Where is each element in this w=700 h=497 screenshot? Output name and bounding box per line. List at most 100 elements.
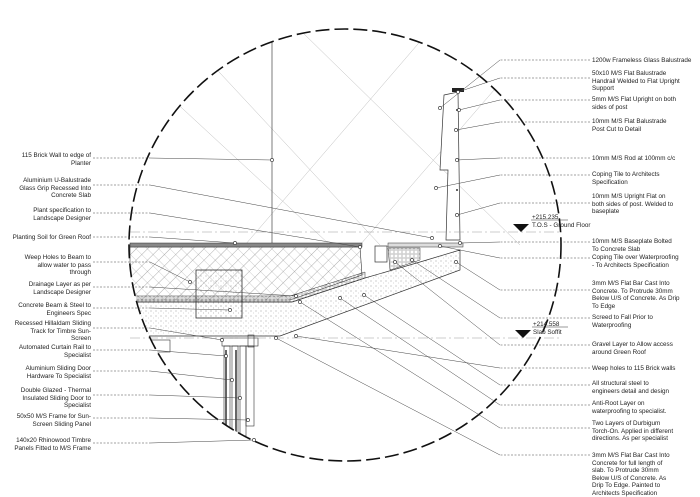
right-leader-line (457, 77, 501, 93)
right-leader-line (439, 59, 501, 109)
left-callout-label: 140x20 Rhinowood Timbre Panels Fitted to… (14, 437, 91, 452)
right-callout-label: All structural steel to engineers detail… (592, 380, 670, 395)
right-callout-label: 1200w Frameless Glass Balustrade (592, 57, 692, 64)
right-leader-dot (294, 334, 298, 338)
left-leader-dot (228, 308, 232, 312)
right-leader-dot (434, 186, 438, 190)
right-leader-dot (338, 296, 342, 300)
left-leader-line (149, 157, 273, 161)
left-leader-line (149, 286, 297, 297)
right-leader-dot (455, 213, 459, 217)
left-leader-dot (230, 378, 234, 382)
right-leader-line (411, 259, 501, 319)
right-callout-label: 10mm M/S Baseplate Bolted To Concrete Sl… (592, 238, 672, 253)
right-leader-dot (455, 158, 459, 162)
left-leader-dot (252, 438, 256, 442)
left-callout-label: Concrete Beam & Steel to Engineers Spec (18, 302, 91, 317)
detail-circle (128, 28, 562, 462)
right-callout-label: Two Layers of Durbigum Torch-On. Applied… (592, 420, 674, 443)
right-leader-line (439, 245, 501, 259)
left-callout-label: Aluminium U-Balustrade Glass Grip Recess… (19, 177, 91, 200)
right-leader-line (275, 337, 501, 456)
left-callout-label: 115 Brick Wall to edge of Planter (21, 152, 91, 167)
coping-tile (387, 242, 464, 248)
right-leader-line (339, 297, 501, 406)
left-callout-label: Planting Soil for Green Roof (12, 234, 91, 241)
left-leader-line (149, 236, 236, 244)
right-leader-line (456, 202, 501, 216)
right-leader-line (458, 99, 501, 111)
right-leader-dot (438, 244, 442, 248)
right-callout-label: Weep holes to 115 Brick walls (592, 365, 676, 372)
right-leader-line (456, 157, 501, 161)
left-leader-line (149, 417, 249, 421)
left-leader-line (149, 307, 231, 311)
left-leader-dot (358, 245, 362, 249)
left-callout-label: 50x50 M/S Frame for Sun- Screen Sliding … (16, 413, 91, 428)
right-leader-dot (458, 241, 462, 245)
left-leader-dot (233, 241, 237, 245)
left-leader-line (149, 439, 255, 444)
right-callout-label: 50x10 M/S Flat Balustrade Handrail Welde… (592, 70, 680, 93)
left-leader-dot (430, 236, 434, 240)
right-leader-line (295, 335, 501, 369)
right-leader-dot (457, 108, 461, 112)
right-leader-dot (410, 258, 414, 262)
right-callout-label: 3mm M/S Flat Bar Cast Into Concrete for … (592, 452, 670, 497)
right-leader-dot (456, 90, 460, 94)
right-callout-label: Coping Tile to Architects Specification (592, 171, 660, 186)
right-leader-line (299, 301, 501, 429)
right-callout-label: Coping Tile over Waterproofing - To Arch… (592, 254, 679, 269)
left-leader-dot (270, 158, 274, 162)
left-leader-line (149, 394, 241, 399)
glass-balustrade (439, 91, 461, 241)
right-leader-line (363, 294, 501, 386)
right-callout-label: 10mm M/S Flat Balustrade Post Cut to Det… (592, 118, 667, 133)
left-leader-line (149, 349, 227, 357)
level-marker-ground (513, 224, 529, 232)
right-leader-dot (393, 260, 397, 264)
right-callout-label: 3mm M/S Flat Bar Cast Into Concrete. To … (592, 280, 680, 310)
right-leader-line (459, 241, 501, 244)
right-leader-line (455, 261, 501, 291)
gravel-layer (387, 247, 421, 271)
left-callout-label: Aluminium Sliding Door Hardware To Speci… (25, 365, 91, 380)
right-callout-label: 10mm M/S Rod at 100mm c/c (592, 155, 676, 162)
left-leader-dot (294, 294, 298, 298)
left-callout-label: Weep Holes to Beam to allow water to pas… (24, 254, 91, 277)
level-name-ground: T.O.S - Ground Floor (532, 222, 591, 229)
right-callout-label: Gravel Layer to Allow access around Gree… (592, 341, 673, 356)
left-leader-dot (224, 354, 228, 358)
right-leader-line (394, 261, 501, 346)
right-callout-label: 10mm M/S Upright Flat on both sides of p… (592, 193, 674, 216)
right-leader-line (435, 174, 501, 189)
right-leader-dot (362, 293, 366, 297)
right-leader-line (455, 121, 501, 131)
concrete-beam (195, 269, 243, 319)
left-leader-line (149, 370, 233, 381)
left-leader-dot (188, 280, 192, 284)
handrail (452, 88, 464, 92)
left-callout-label: Recessed Hillaldam Sliding Track for Tim… (14, 320, 91, 343)
right-leader-dot (274, 336, 278, 340)
left-leader-line (149, 261, 191, 283)
left-callout-label: Plant specification to Landscape Designe… (33, 207, 91, 222)
right-leader-dot (454, 128, 458, 132)
left-callout-label: Drainage Layer as per Landscape Designer (28, 281, 91, 296)
level-value-soffit: +214.558 (533, 321, 560, 328)
leader-lines (93, 59, 590, 456)
left-leader-dot (246, 418, 250, 422)
right-leader-dot (454, 260, 458, 264)
level-name-soffit: Slab Soffit (533, 329, 562, 336)
left-callout-label: Automated Curtain Rail to Specialist (18, 344, 91, 359)
right-callout-label: Screed to Fall Prior to Waterproofing (592, 314, 653, 329)
right-callout-label: Anti-Root Layer on waterproofing to spec… (592, 400, 667, 415)
level-marker-soffit (515, 330, 531, 338)
left-leader-line (149, 327, 223, 341)
left-leader-line (149, 212, 361, 248)
level-value-ground: +215.235 (532, 214, 559, 221)
right-callout-label: 5mm M/S Flat Upright on both sides of po… (592, 96, 676, 111)
left-leader-dot (238, 396, 242, 400)
